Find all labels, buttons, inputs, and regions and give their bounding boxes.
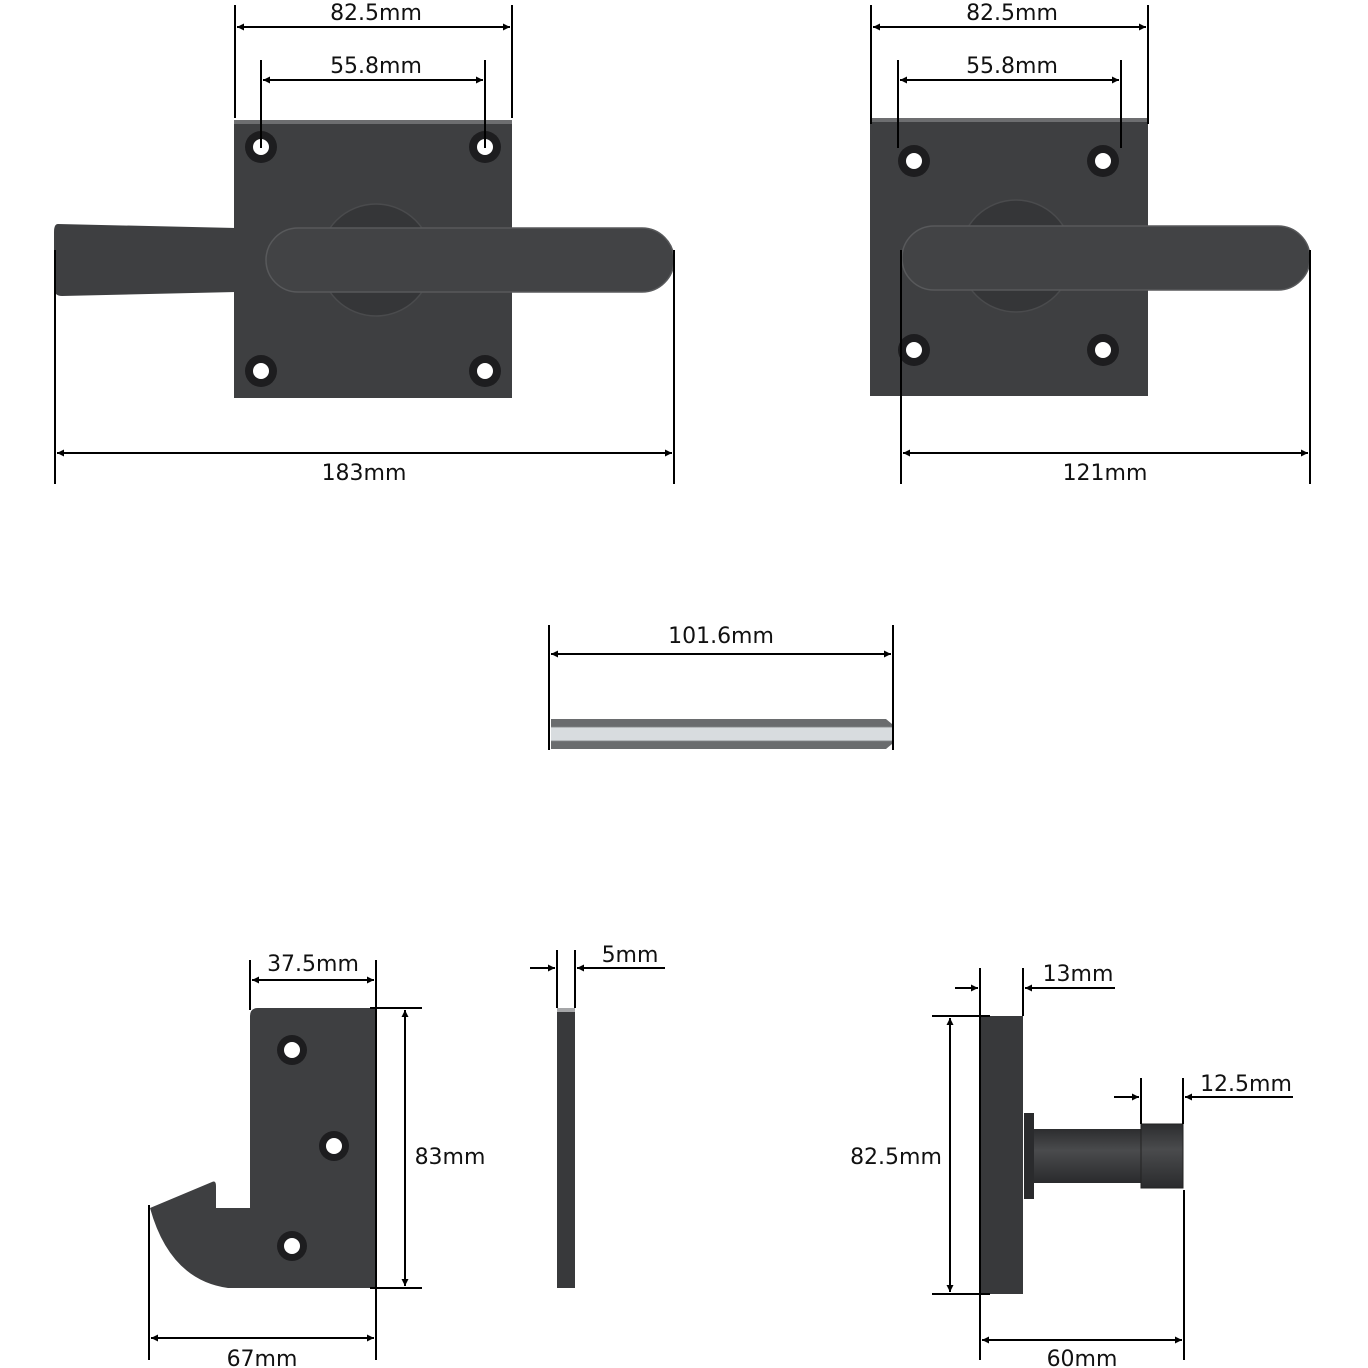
keeper-plate-view: 37.5mm 83mm 67mm bbox=[148, 952, 486, 1368]
dim-plate-width: 82.5mm bbox=[966, 1, 1058, 26]
handle-side-view: 13mm 12.5mm 82.5mm 60mm bbox=[850, 962, 1293, 1368]
dim-plate-thickness: 13mm bbox=[1043, 962, 1114, 987]
keeper-plate bbox=[150, 1008, 376, 1288]
dim-projection: 60mm bbox=[1047, 1347, 1118, 1368]
spindle-view: 101.6mm bbox=[548, 624, 894, 750]
dim-overall-width: 183mm bbox=[322, 461, 407, 486]
spindle-bar bbox=[551, 719, 892, 749]
handle-shaft bbox=[1034, 1129, 1142, 1183]
screw-hole bbox=[898, 334, 930, 366]
screw-hole bbox=[1087, 145, 1119, 177]
dim-keeper-height: 83mm bbox=[415, 1145, 486, 1170]
dim-knob-width: 12.5mm bbox=[1200, 1072, 1292, 1097]
lever-handle-view: 82.5mm 55.8mm 121mm bbox=[870, 1, 1311, 486]
dim-lever-length: 121mm bbox=[1063, 461, 1148, 486]
lever-handle bbox=[901, 225, 1311, 291]
dim-keeper-thickness: 5mm bbox=[602, 943, 659, 968]
screw-hole bbox=[319, 1131, 349, 1161]
plate-edge bbox=[980, 1016, 1023, 1294]
screw-hole bbox=[277, 1231, 307, 1261]
keeper-edge bbox=[557, 1008, 575, 1288]
screw-hole bbox=[898, 145, 930, 177]
dim-plate-height: 82.5mm bbox=[850, 1145, 942, 1170]
screw-hole bbox=[245, 355, 277, 387]
keeper-side-view: 5mm bbox=[530, 943, 665, 1288]
dim-keeper-overall-width: 67mm bbox=[227, 1347, 298, 1368]
screw-hole bbox=[1087, 334, 1119, 366]
screw-hole bbox=[277, 1035, 307, 1065]
rose-collar bbox=[1024, 1113, 1034, 1199]
dim-hole-spacing: 55.8mm bbox=[330, 54, 422, 79]
latch-with-bolt-view: 82.5mm 55.8mm 183mm bbox=[54, 1, 675, 486]
latch-bolt bbox=[54, 224, 236, 296]
handle-knob bbox=[1140, 1123, 1184, 1189]
screw-hole bbox=[469, 355, 501, 387]
dim-hole-spacing: 55.8mm bbox=[966, 54, 1058, 79]
dim-keeper-top-width: 37.5mm bbox=[267, 952, 359, 977]
dim-spindle-length: 101.6mm bbox=[668, 624, 774, 649]
lever-handle bbox=[265, 227, 675, 293]
dim-plate-width: 82.5mm bbox=[330, 1, 422, 26]
